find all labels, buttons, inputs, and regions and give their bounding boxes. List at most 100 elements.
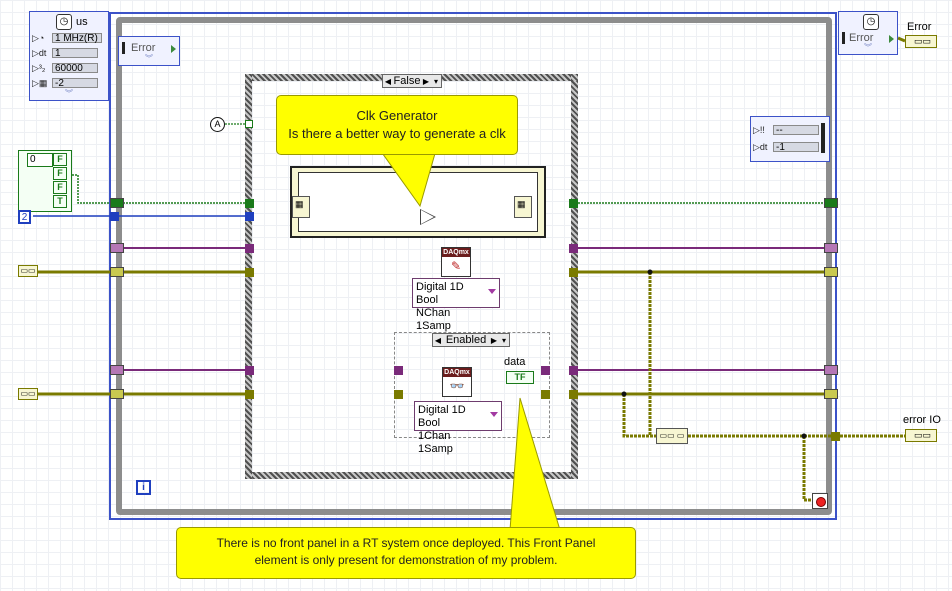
shift-register-left-error-2[interactable]: [110, 389, 124, 399]
tunnel-left-integer[interactable]: [110, 212, 119, 221]
disable-dropdown-icon[interactable]: ▾: [501, 335, 506, 345]
daqmx-read-selector[interactable]: Digital 1D Bool 1Chan 1Samp: [414, 401, 502, 455]
case-tunnel-bool-out[interactable]: [569, 199, 578, 208]
clk-callout-text: Is there a better way to generate a clk: [288, 126, 506, 141]
timed-loop-output-node[interactable]: ◷ Error ︾: [838, 11, 898, 55]
stop-button-icon[interactable]: [812, 493, 828, 509]
data-indicator[interactable]: TF: [506, 371, 534, 384]
right-loop-dt-node[interactable]: ▷!! -- ▷dt -1: [750, 116, 830, 162]
case-tunnel-task-in-2[interactable]: [245, 366, 254, 375]
right-dt-icon: ▷dt: [753, 141, 768, 152]
data-indicator-label: TF: [514, 372, 526, 382]
dt-value[interactable]: 1: [52, 48, 98, 59]
disable-selector[interactable]: ◀ Enabled ▶ ▾: [432, 333, 510, 347]
shift-register-right-error-1[interactable]: [824, 267, 838, 277]
case-tunnel-error-in-1[interactable]: [245, 268, 254, 277]
shift-register-left-task-1[interactable]: [110, 243, 124, 253]
error-indicator[interactable]: ▭▭: [905, 35, 937, 48]
case-tunnel-error-out-1[interactable]: [569, 268, 578, 277]
error-io-tunnel[interactable]: [831, 432, 840, 441]
daqmx-write-type: Digital 1D Bool: [416, 281, 464, 306]
not-gate-icon[interactable]: [420, 209, 436, 225]
disable-tunnel-task-out[interactable]: [541, 366, 550, 375]
bool-element-2[interactable]: F: [53, 181, 67, 194]
clk-generator-callout: Clk Generator Is there a better way to g…: [276, 95, 518, 155]
iteration-terminal-icon[interactable]: A: [210, 117, 225, 132]
chevron-down-icon[interactable]: [488, 289, 496, 294]
merge-errors-node[interactable]: ▭▭ ▭: [656, 428, 688, 444]
output-node-chevron-icon[interactable]: ︾: [864, 43, 872, 52]
daqmx-read-type: Digital 1D Bool: [418, 404, 466, 429]
case-selector-label: False: [393, 75, 421, 87]
left-error-arrow-icon: [171, 45, 176, 53]
error-io-indicator[interactable]: ▭▭: [905, 429, 937, 442]
bool-array-constant[interactable]: 0 F F F T: [18, 150, 72, 212]
shift-register-left-bool[interactable]: [110, 198, 124, 208]
daqmx-read-node[interactable]: DAQmx 👓: [442, 367, 472, 397]
priority-icon: ▷▦: [32, 77, 48, 88]
front-panel-callout: There is no front panel in a RT system o…: [176, 527, 636, 579]
case-dropdown-icon[interactable]: ▾: [433, 76, 438, 86]
case-tunnel-error-in-2[interactable]: [245, 390, 254, 399]
expand-chevron-icon[interactable]: ︾: [65, 89, 73, 98]
inner-shift-register-left[interactable]: ▦: [292, 196, 310, 218]
read-chevron-down-icon[interactable]: [490, 412, 498, 417]
disable-prev-icon[interactable]: ◀: [434, 335, 442, 345]
case-tunnel-error-out-2[interactable]: [569, 390, 578, 399]
timing-source-value[interactable]: 1 MHz(R): [52, 33, 102, 44]
timed-loop-rail: [116, 17, 832, 515]
daqmx-read-header: DAQmx: [443, 368, 471, 377]
case-tunnel-bool-in[interactable]: [245, 199, 254, 208]
disable-tunnel-error-in[interactable]: [394, 390, 403, 399]
offset-value[interactable]: 60000: [52, 63, 98, 74]
task-in-control-2[interactable]: ▭▭: [18, 388, 38, 400]
case-prev-icon[interactable]: ◀: [384, 76, 392, 86]
integer-constant[interactable]: 2: [18, 210, 31, 224]
right-node-value[interactable]: --: [773, 125, 819, 136]
bool-element-3[interactable]: T: [53, 195, 67, 208]
shift-register-right-bool[interactable]: [824, 198, 838, 208]
daqmx-write-header: DAQmx: [442, 248, 470, 257]
disable-next-icon[interactable]: ▶: [490, 335, 498, 345]
shift-register-right-icon: ▦: [517, 199, 526, 209]
left-node-chevron-icon[interactable]: ︾: [145, 54, 153, 63]
front-panel-callout-line2: element is only present for demonstratio…: [254, 553, 558, 567]
right-error-arrow-icon: [889, 35, 894, 43]
shift-register-right-error-2[interactable]: [824, 389, 838, 399]
error-io-cluster-icon: ▭▭: [914, 430, 932, 440]
case-tunnel-task-out-2[interactable]: [569, 366, 578, 375]
shift-register-left-error-1[interactable]: [110, 267, 124, 277]
right-dt-value[interactable]: -1: [773, 142, 819, 153]
case-tunnel-stop-in[interactable]: [245, 120, 253, 128]
error-io-label: error IO: [903, 414, 941, 426]
disable-tunnel-error-out[interactable]: [541, 390, 550, 399]
shift-register-right-task-1[interactable]: [824, 243, 838, 253]
bool-element-1[interactable]: F: [53, 167, 67, 180]
bool-element-0[interactable]: F: [53, 153, 67, 166]
case-tunnel-task-out-1[interactable]: [569, 244, 578, 253]
priority-value[interactable]: -2: [52, 78, 98, 89]
array-index[interactable]: 0: [27, 153, 53, 167]
case-selector[interactable]: ◀ False ▶ ▾: [382, 74, 442, 88]
daqmx-write-selector[interactable]: Digital 1D Bool NChan 1Samp: [412, 278, 500, 332]
case-next-icon[interactable]: ▶: [422, 76, 430, 86]
clock-icon: ◷: [56, 14, 72, 30]
inner-shift-register-right[interactable]: ▦: [514, 196, 532, 218]
data-label: data: [504, 356, 526, 368]
shift-register-left-task-2[interactable]: [110, 365, 124, 375]
shift-register-right-task-2[interactable]: [824, 365, 838, 375]
task-in-control-1[interactable]: ▭▭: [18, 265, 38, 277]
case-tunnel-int-in[interactable]: [245, 212, 254, 221]
diagram-disable-structure[interactable]: [394, 332, 550, 438]
timing-source-icon: ▷◔: [32, 32, 45, 43]
timed-loop-input-node[interactable]: ◷ us ▷◔ 1 MHz(R) ▷dt 1 ▷³₂ 60000 ▷▦ -2 ︾: [29, 11, 109, 101]
daqmx-write-node[interactable]: DAQmx ✎: [441, 247, 471, 277]
timed-loop-frame[interactable]: [109, 12, 837, 520]
disable-tunnel-task-in[interactable]: [394, 366, 403, 375]
right-error-label: Error: [849, 32, 874, 44]
daqmx-write-mode: NChan 1Samp: [416, 307, 451, 332]
clk-callout-title: Clk Generator: [356, 108, 438, 123]
left-data-node[interactable]: Error ︾: [118, 36, 180, 66]
case-tunnel-task-in-1[interactable]: [245, 244, 254, 253]
disable-selector-label: Enabled: [445, 334, 487, 346]
